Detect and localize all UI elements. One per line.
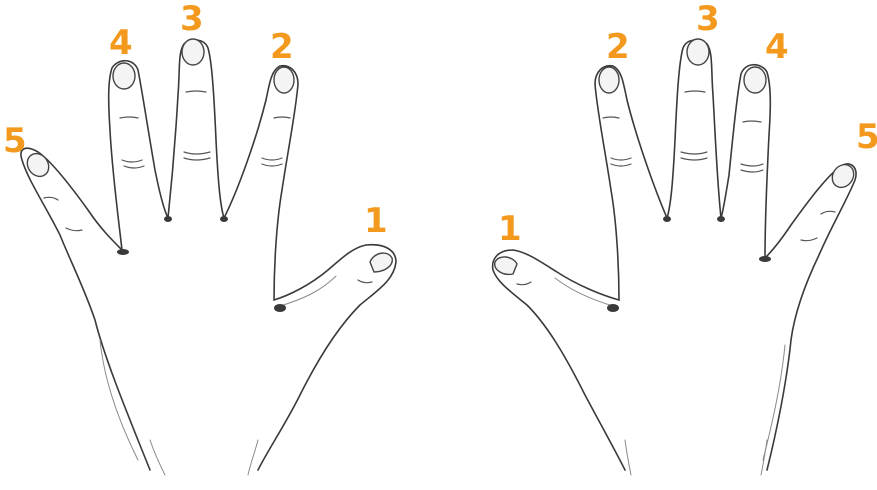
left-middle-number: 3: [180, 0, 204, 39]
right-middle-number: 3: [696, 0, 720, 39]
right-thumb-number: 1: [498, 209, 522, 249]
left-index-number: 2: [270, 27, 294, 67]
left-thumb-number: 1: [364, 201, 388, 241]
right-hand: [493, 39, 858, 475]
left-ring-number: 4: [109, 23, 133, 63]
right-index-number: 2: [606, 27, 630, 67]
right-pinky-number: 5: [856, 117, 877, 157]
left-hand: [21, 39, 396, 475]
left-pinky-number: 5: [3, 121, 27, 161]
right-ring-number: 4: [765, 27, 789, 67]
